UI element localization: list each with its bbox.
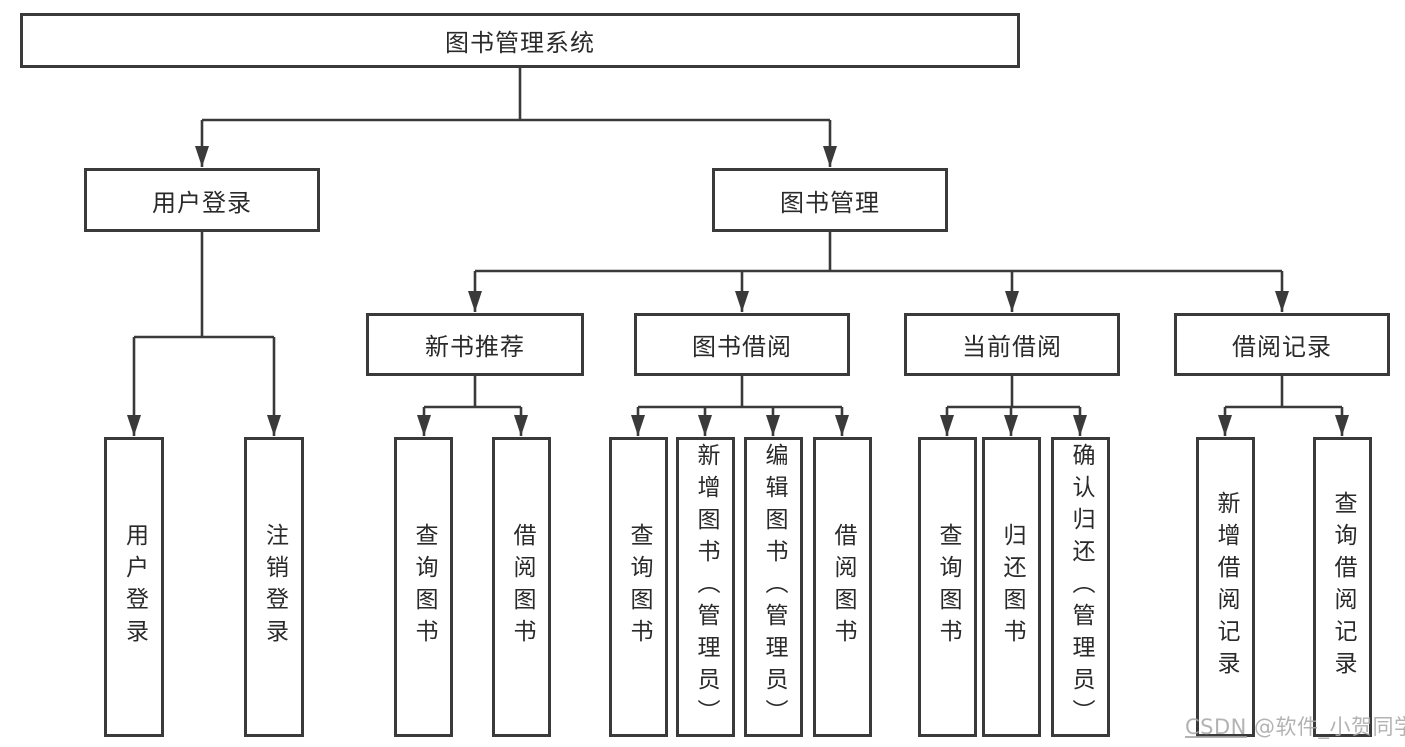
node-root-system: 图书管理系统: [20, 13, 1020, 68]
leaf-current-confirm-return-admin: 确认归还（管理员）: [1051, 437, 1110, 737]
leaf-records-query-borrow-record: 查询借阅记录: [1313, 437, 1372, 737]
leaf-borrow-edit-books-admin: 编辑图书（管理员）: [744, 437, 803, 737]
node-book-borrow: 图书借阅: [634, 313, 850, 376]
leaf-borrow-query-books: 查询图书: [609, 437, 668, 737]
leaf-user-login: 用户登录: [104, 437, 164, 737]
leaf-current-query-books: 查询图书: [918, 437, 977, 737]
leaf-current-return-books: 归还图书: [982, 437, 1041, 737]
leaf-records-add-borrow-record: 新增借阅记录: [1196, 437, 1255, 737]
node-user-login: 用户登录: [84, 168, 320, 232]
node-current-borrow: 当前借阅: [904, 313, 1120, 376]
node-new-book-recommend: 新书推荐: [366, 313, 584, 376]
csdn-watermark-handle: @软件_小贺同学: [1246, 715, 1405, 739]
node-borrow-records: 借阅记录: [1174, 313, 1390, 376]
csdn-watermark-brand: CSDN: [1185, 715, 1247, 739]
leaf-logout: 注销登录: [244, 437, 304, 737]
csdn-watermark: CSDN @软件_小贺同学: [1185, 711, 1405, 741]
leaf-borrow-add-books-admin: 新增图书（管理员）: [676, 437, 735, 737]
leaf-newbook-borrow-books: 借阅图书: [492, 437, 551, 737]
node-book-manage: 图书管理: [712, 168, 948, 232]
leaf-newbook-query-books: 查询图书: [394, 437, 453, 737]
leaf-borrow-borrow-books: 借阅图书: [813, 437, 872, 737]
